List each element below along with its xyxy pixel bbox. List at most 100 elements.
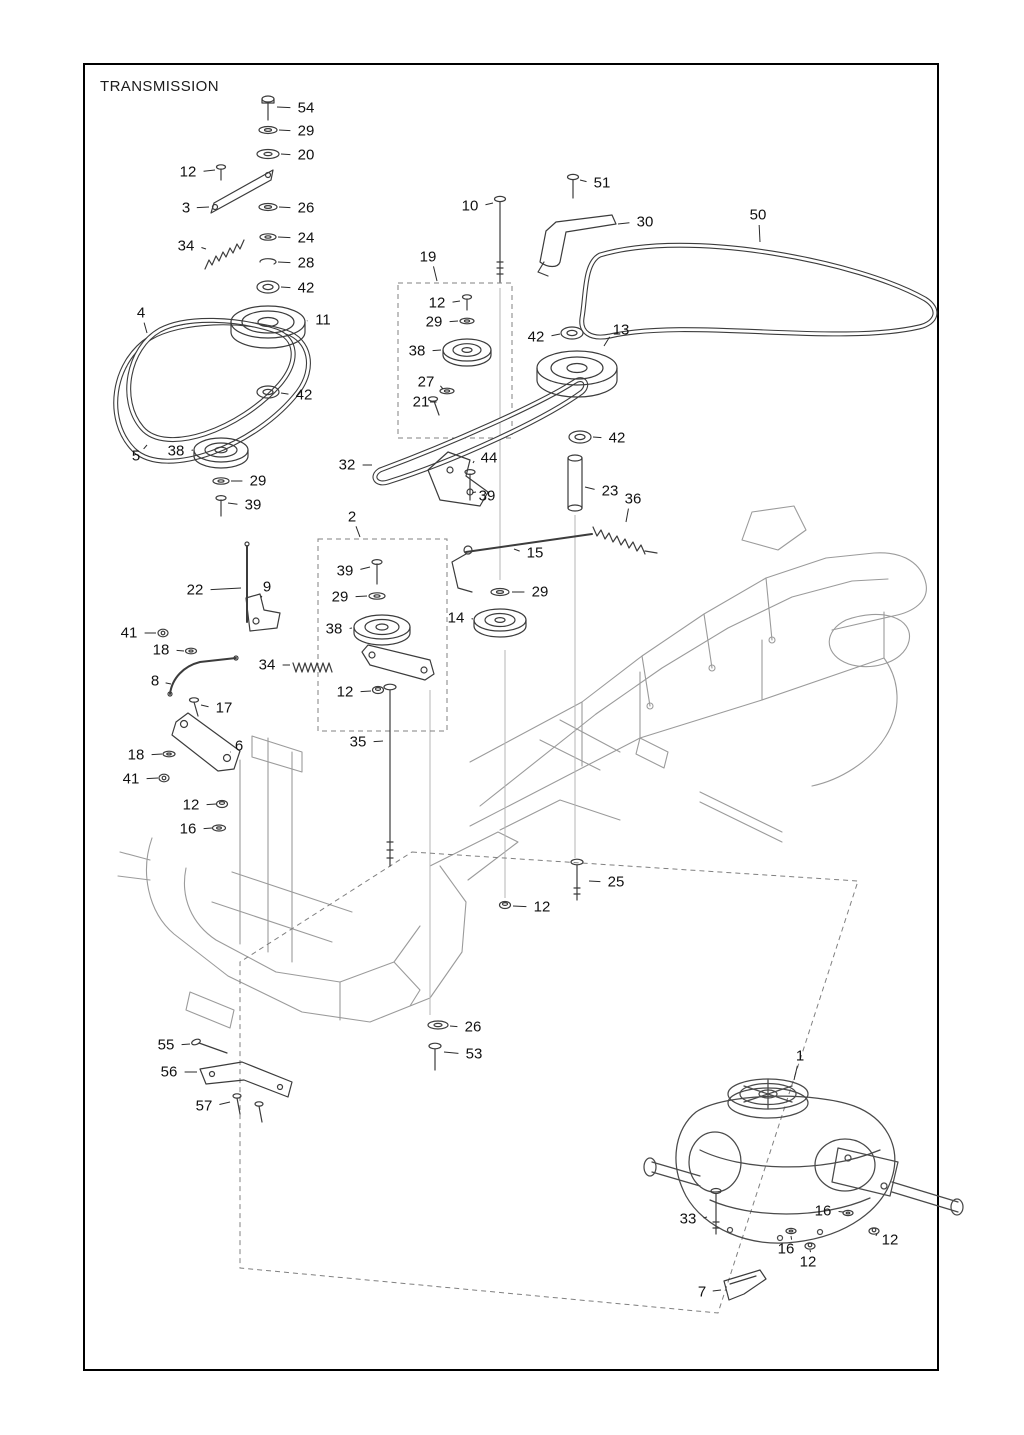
svg-text:39: 39 [337,563,354,580]
bearing-42-mid [256,385,280,399]
callout-8-46: 8 [151,673,172,690]
svg-text:11: 11 [315,312,331,329]
callout-18-51: 18 [128,747,163,764]
callout-3-4: 3 [182,200,210,217]
svg-text:50: 50 [750,207,767,224]
svg-text:55: 55 [158,1037,175,1054]
washer-29-14 [490,587,510,597]
svg-text:27: 27 [418,374,435,391]
pulley-14 [473,608,527,638]
washer-27 [439,387,455,395]
callout-30-19: 30 [617,214,654,231]
svg-text:41: 41 [121,625,138,642]
callout-25-56: 25 [588,874,624,891]
svg-text:1: 1 [796,1048,804,1065]
svg-text:12: 12 [183,797,200,814]
bracket-56 [199,1061,293,1098]
pulley-13 [536,350,618,398]
svg-text:35: 35 [350,734,367,751]
svg-text:38: 38 [168,443,185,460]
svg-text:42: 42 [609,430,626,447]
svg-text:36: 36 [625,491,642,508]
svg-text:41: 41 [123,771,140,788]
callout-4-11: 4 [137,305,148,334]
callout-32-30: 32 [339,457,372,474]
bracket-7 [723,1269,767,1301]
callout-41-43: 41 [121,625,156,642]
svg-text:26: 26 [465,1019,482,1036]
washer-18-upper [184,647,198,655]
callout-12-57: 12 [512,899,551,916]
svg-text:14: 14 [448,610,465,627]
callout-19-21: 19 [420,249,438,282]
callout-10-17: 10 [462,198,494,215]
bolt-39-left [215,495,227,517]
svg-text:17: 17 [216,700,233,717]
svg-text:33: 33 [680,1211,697,1228]
callout-27-27: 27 [418,374,444,391]
callout-39-16: 39 [227,497,262,514]
callout-1-63: 1 [793,1048,804,1081]
svg-text:42: 42 [296,387,313,404]
callout-56-61: 56 [161,1064,197,1081]
svg-text:12: 12 [800,1254,817,1271]
svg-text:7: 7 [698,1284,706,1301]
svg-text:8: 8 [151,673,159,690]
callout-16-66: 16 [778,1235,795,1258]
svg-text:12: 12 [337,684,354,701]
nut-12-center [804,1242,816,1250]
callout-51-18: 51 [579,175,610,192]
callout-12-67: 12 [800,1249,817,1271]
transaxle-1 [643,1078,964,1244]
callout-20-2: 20 [280,147,314,164]
washer-26-top [258,202,278,212]
bolt-10 [493,195,507,283]
svg-text:28: 28 [298,255,315,272]
pulley-38-left [193,437,249,469]
svg-text:2: 2 [348,509,356,526]
callout-53-59: 53 [443,1046,482,1063]
svg-text:15: 15 [527,545,544,562]
pulley-38-idler [442,338,492,367]
svg-text:42: 42 [528,329,545,346]
callout-38-45: 38 [326,621,353,638]
svg-text:21: 21 [413,394,430,411]
svg-text:16: 16 [180,821,197,838]
bearing-42-top [256,280,280,294]
svg-text:5: 5 [132,448,140,465]
svg-text:3: 3 [182,200,190,217]
callout-12-3: 12 [180,164,216,181]
callout-11-10: 11 [306,312,331,329]
svg-text:30: 30 [637,214,654,231]
callout-39-39: 39 [337,563,371,580]
callout-54-0: 54 [276,100,314,117]
svg-text:24: 24 [298,230,315,247]
callout-55-60: 55 [158,1037,191,1054]
svg-text:26: 26 [298,200,315,217]
pulley-11 [230,305,306,349]
svg-text:18: 18 [128,747,145,764]
callout-39-32: 39 [472,488,495,505]
svg-text:22: 22 [187,582,204,599]
callout-24-7: 24 [277,230,315,247]
callout-17-48: 17 [200,700,233,717]
svg-text:23: 23 [602,483,619,500]
svg-text:12: 12 [429,295,446,312]
screw-12-top [215,164,227,181]
svg-text:13: 13 [613,322,630,339]
svg-text:12: 12 [534,899,551,916]
svg-text:16: 16 [778,1241,795,1258]
bolt-17 [188,697,200,717]
rod-8 [167,655,239,697]
callout-12-68: 12 [875,1232,898,1249]
bolt-55 [191,1038,228,1054]
svg-text:39: 39 [245,497,262,514]
callout-50-20: 50 [750,207,767,243]
callout-18-44: 18 [153,642,185,659]
belt-32 [372,377,589,486]
svg-text:57: 57 [196,1098,213,1115]
bracket-30 [537,214,617,277]
bolt-35 [383,683,397,867]
callout-38-24: 38 [409,343,442,360]
svg-text:29: 29 [532,584,549,601]
